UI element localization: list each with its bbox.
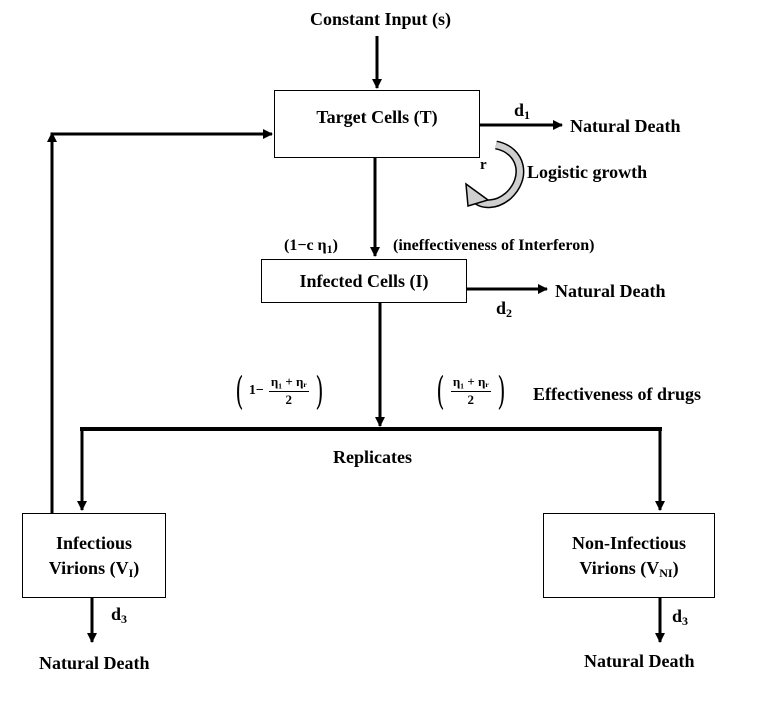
d2-sub: 2 [506,306,513,320]
natural-death-infected-label: Natural Death [555,281,666,301]
logistic-growth-icon [465,140,525,209]
d1-base: d [514,100,525,120]
d2-label: d2 [496,298,513,320]
r-label: r [480,157,487,173]
left-fraction-close: ) [315,369,324,413]
d2-base: d [496,298,507,318]
left-drug-fraction: ( 1− η₁ + ηᵣ 2 ) [232,372,327,410]
target-cells-label: Target Cells (T) [316,107,438,127]
right-drug-fraction: ( η₁ + ηᵣ 2 ) [433,372,509,410]
right-fraction-num: η₁ + ηᵣ [450,374,491,392]
d3-left-label: d3 [111,604,128,626]
infectious-virions-suffix: ) [133,557,140,578]
right-fraction-open: ( [436,369,445,413]
effectiveness-of-drugs-label: Effectiveness of drugs [533,384,701,404]
d3-left-sub: 3 [121,612,128,626]
d3-right-sub: 3 [682,614,689,628]
infectious-virions-line1: Infectious [56,533,132,554]
replicates-label: Replicates [333,447,412,467]
constant-input-label: Constant Input (s) [310,9,452,29]
d1-sub: 1 [524,108,531,122]
infectious-virions-sub: I [128,565,134,580]
d3-right-label: d3 [672,606,689,628]
interferon-factor-sub: 1 [326,242,333,256]
noninfectious-virions-suffix: ) [672,557,679,578]
infected-cells-label: Infected Cells (I) [299,270,429,291]
logistic-growth-label: Logistic growth [527,162,648,182]
feedback-loop [50,129,273,514]
infectious-virions-line2: Virions (VI) [49,556,140,580]
left-fraction-one: 1− [248,383,264,398]
natural-death-noninfectious-label: Natural Death [584,651,695,671]
left-fraction-den: 2 [285,391,293,407]
left-fraction-open: ( [235,369,244,413]
d3-right-base: d [672,606,683,626]
d3-left-base: d [111,604,122,624]
ineffectiveness-label: (ineffectiveness of Interferon) [393,237,595,254]
noninfectious-virions-box: Non-Infectious Virions (VNI) [543,513,715,598]
infectious-virions-box: Infectious Virions (VI) [22,513,166,598]
left-fraction: η₁ + ηᵣ 2 [268,374,309,407]
interferon-factor-prefix: (1−c η [284,237,327,254]
right-fraction: η₁ + ηᵣ 2 [450,374,491,407]
noninfectious-virions-line2: Virions (VNI) [579,556,678,580]
infected-cells-box: Infected Cells (I) [261,259,467,303]
d1-label: d1 [514,100,531,122]
right-fraction-den: 2 [467,391,475,407]
noninfectious-virions-line1: Non-Infectious [571,533,686,554]
noninfectious-virions-prefix: Virions (V [579,557,660,578]
natural-death-target-label: Natural Death [570,116,681,136]
noninfectious-virions-sub: NI [659,565,673,580]
interferon-factor-label: (1−c η1) [284,237,338,256]
natural-death-infectious-label: Natural Death [39,653,150,673]
target-cells-box: Target Cells (T) [274,90,480,158]
infectious-virions-prefix: Virions (V [48,557,129,578]
interferon-factor-suffix: ) [332,237,338,254]
right-fraction-close: ) [497,369,506,413]
left-fraction-num: η₁ + ηᵣ [268,374,309,392]
